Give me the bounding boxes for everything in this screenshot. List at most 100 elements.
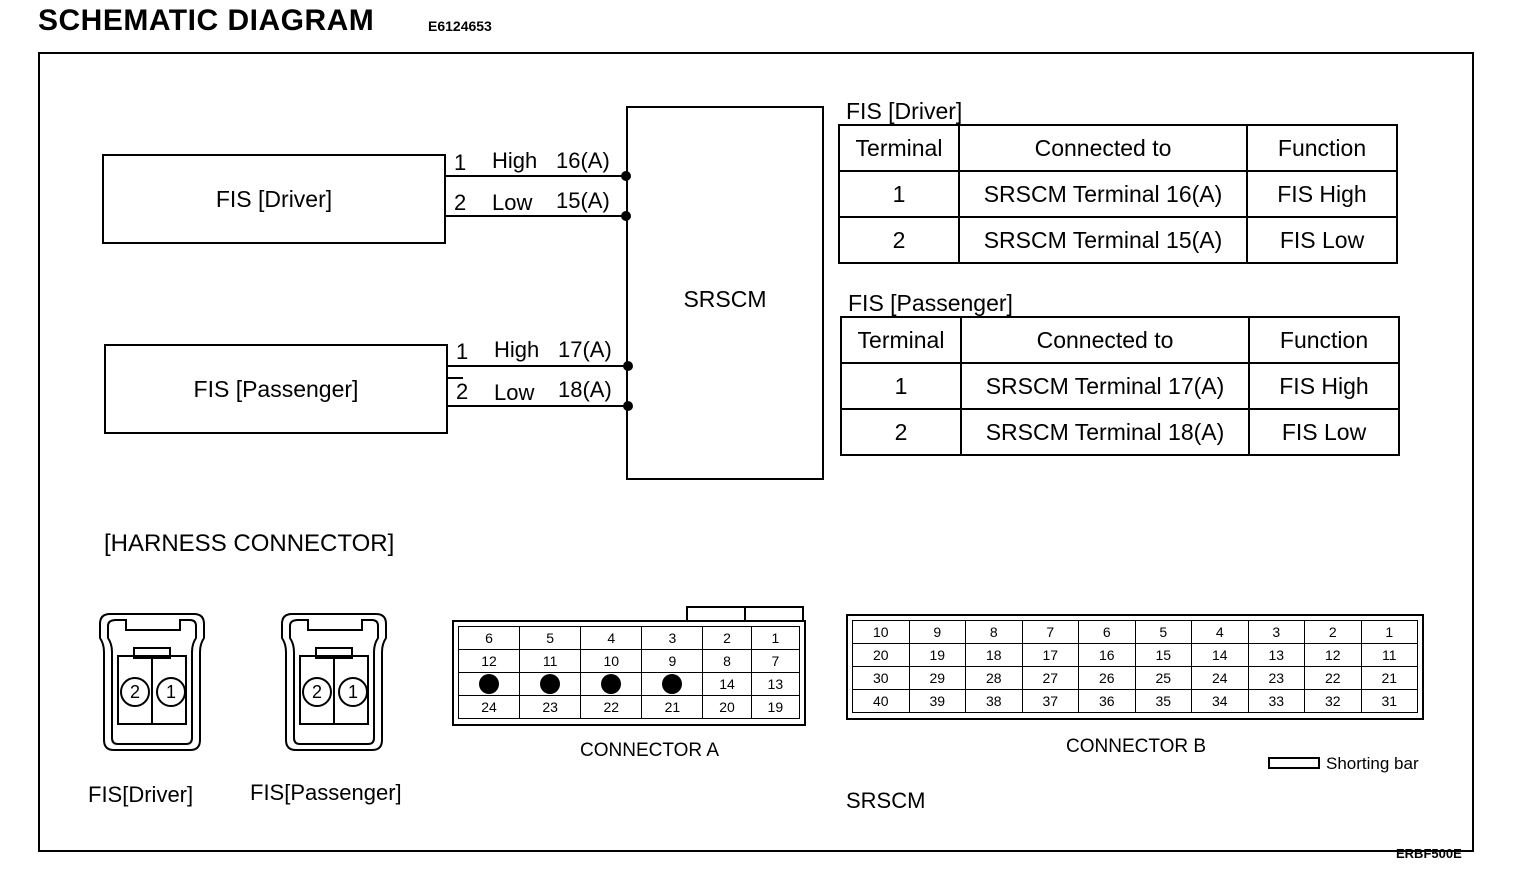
wire-terminal: 16(A) — [556, 148, 610, 173]
table-header-cell: Connected to — [958, 124, 1248, 172]
fis-passenger-connector — [281, 613, 387, 751]
connector-pin: 14 — [702, 672, 752, 696]
shorting-bar-label: Shorting bar — [1326, 754, 1419, 773]
connector-pin: 15 — [1134, 643, 1192, 667]
table-header-cell: Terminal — [838, 124, 960, 172]
connector-pin-filled — [457, 672, 521, 696]
junction-dot — [623, 361, 633, 371]
connector-pin: 1 — [750, 626, 801, 650]
table-driver: Terminal Connected to Function 1 SRSCM T… — [838, 124, 1398, 264]
connector-pin: 36 — [1078, 689, 1136, 713]
table-header-row: Terminal Connected to Function — [840, 316, 1400, 364]
fis-passenger-pin: 1 — [338, 677, 368, 707]
junction-dot — [623, 401, 633, 411]
connector-pin: 5 — [1134, 620, 1192, 644]
wire-pin: 1 — [454, 150, 467, 175]
harness-title: [HARNESS CONNECTOR] — [104, 530, 395, 557]
page-title: SCHEMATIC DIAGRAM — [38, 4, 375, 37]
connector-pin: 10 — [580, 649, 643, 673]
connector-pin: 34 — [1191, 689, 1249, 713]
connector-pin-filled — [519, 672, 582, 696]
filled-pin-dot — [540, 674, 561, 694]
table-header-cell: Function — [1246, 124, 1398, 172]
table-passenger: Terminal Connected to Function 1 SRSCM T… — [840, 316, 1400, 456]
table-cell: 2 — [840, 408, 962, 456]
wire-name: High — [492, 148, 538, 173]
table-passenger-caption: FIS [Passenger] — [848, 290, 1013, 316]
shorting-bar-symbol — [1268, 757, 1320, 769]
connector-pin: 10 — [852, 620, 910, 644]
wire-name: Low — [494, 380, 535, 405]
wire-pin: 2 — [456, 379, 469, 404]
table-cell: 1 — [838, 170, 960, 218]
connector-pin: 6 — [457, 626, 521, 650]
connector-pin: 5 — [519, 626, 582, 650]
connector-pin: 16 — [1078, 643, 1136, 667]
wire-terminal: 18(A) — [558, 377, 612, 402]
connector-pin: 30 — [852, 666, 910, 690]
table-header-cell: Terminal — [840, 316, 962, 364]
connector-pin: 31 — [1360, 689, 1418, 713]
table-cell: SRSCM Terminal 15(A) — [958, 216, 1248, 264]
connector-pin: 22 — [1304, 666, 1362, 690]
table-cell: SRSCM Terminal 18(A) — [960, 408, 1250, 456]
fis-passenger-box: FIS [Passenger] — [104, 344, 448, 434]
table-header-row: Terminal Connected to Function — [838, 124, 1398, 172]
connector-pin: 12 — [457, 649, 521, 673]
connector-pin: 9 — [641, 649, 704, 673]
fis-passenger-label: FIS [Passenger] — [193, 375, 359, 402]
fis-passenger-pin: 2 — [302, 677, 332, 707]
table-cell: FIS Low — [1248, 408, 1400, 456]
connector-pin: 19 — [908, 643, 966, 667]
table-driver-caption: FIS [Driver] — [846, 98, 963, 124]
table-header-cell: Function — [1248, 316, 1400, 364]
connector-pin: 23 — [1247, 666, 1305, 690]
connector-a-latch — [686, 606, 804, 620]
srscm-box: SRSCM — [626, 106, 824, 480]
connector-pin: 32 — [1304, 689, 1362, 713]
connector-pin: 2 — [1304, 620, 1362, 644]
table-row: 2 SRSCM Terminal 18(A) FIS Low — [840, 408, 1400, 456]
table-header-cell: Connected to — [960, 316, 1250, 364]
footer-code: ERBF500E — [1396, 846, 1462, 861]
fis-driver-caption: FIS[Driver] — [88, 782, 194, 807]
connector-pin: 18 — [965, 643, 1023, 667]
connector-pin: 17 — [1021, 643, 1079, 667]
connector-pin: 1 — [1360, 620, 1418, 644]
connector-pin: 6 — [1078, 620, 1136, 644]
connector-pin: 4 — [580, 626, 643, 650]
connector-pin: 35 — [1134, 689, 1192, 713]
connector-pin: 3 — [641, 626, 704, 650]
diagram-frame — [38, 52, 1474, 852]
wire-terminal: 15(A) — [556, 188, 610, 213]
fis-driver-label: FIS [Driver] — [215, 185, 333, 212]
connector-pin: 8 — [965, 620, 1023, 644]
connector-pin: 2 — [702, 626, 752, 650]
table-cell: 1 — [840, 362, 962, 410]
table-row: 1 SRSCM Terminal 16(A) FIS High — [838, 170, 1398, 218]
connector-a-label: CONNECTOR A — [580, 740, 720, 761]
wire-name: Low — [492, 190, 533, 215]
connector-pin: 9 — [908, 620, 966, 644]
connector-pin: 7 — [750, 649, 801, 673]
connector-pin: 26 — [1078, 666, 1136, 690]
connector-pin: 19 — [750, 695, 801, 719]
wire-pin: 1 — [456, 339, 469, 364]
fis-driver-connector — [99, 613, 205, 751]
connector-pin: 11 — [519, 649, 582, 673]
table-row: 1 SRSCM Terminal 17(A) FIS High — [840, 362, 1400, 410]
connector-pin: 21 — [641, 695, 704, 719]
connector-pin: 8 — [702, 649, 752, 673]
wire-name: High — [494, 337, 540, 362]
filled-pin-dot — [662, 674, 683, 694]
connector-pin-filled — [641, 672, 704, 696]
connector-pin: 11 — [1360, 643, 1418, 667]
connector-pin: 20 — [702, 695, 752, 719]
